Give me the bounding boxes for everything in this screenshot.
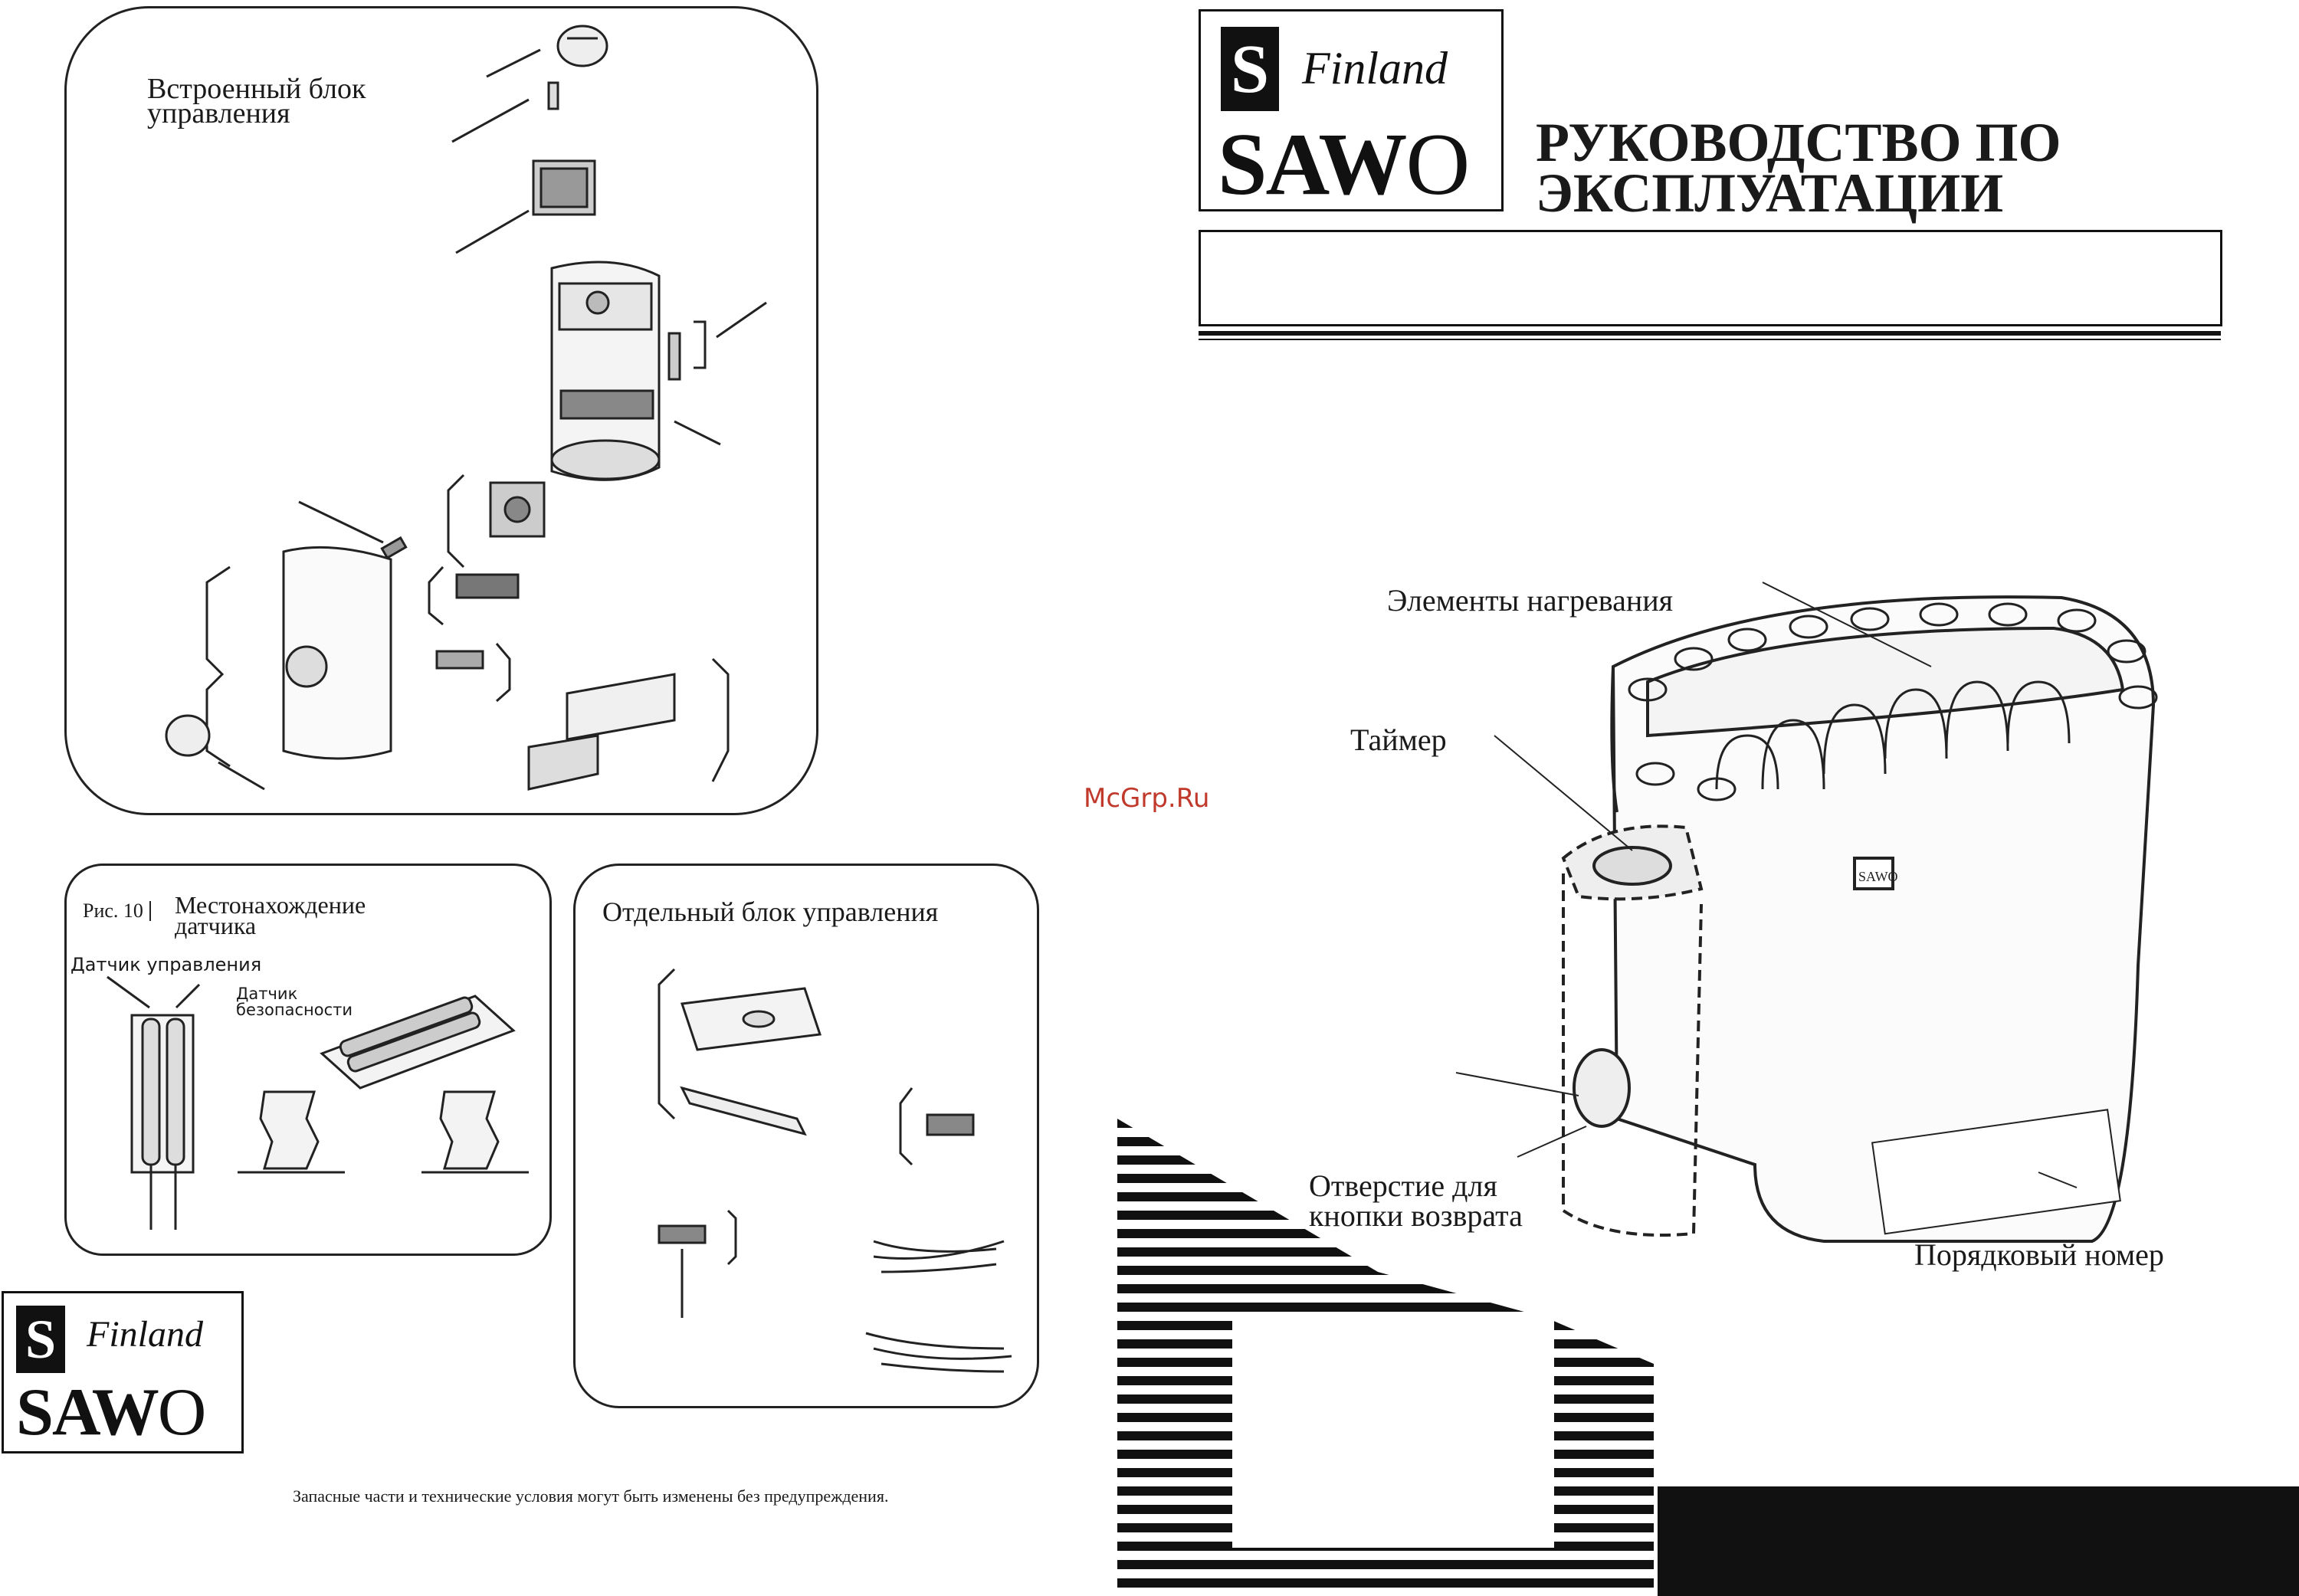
heater-illustration: SAWO: [1455, 582, 2158, 1243]
callout-heating-elements: Элементы нагревания: [1387, 583, 1674, 618]
sawo-logo-right: S Finland SAWO: [1199, 9, 1504, 211]
svg-text:SAWO: SAWO: [1858, 869, 1898, 884]
separate-control-title: Отдельный блок управления: [602, 896, 939, 927]
stripe: [1117, 1303, 1654, 1312]
decorative-stripes: [1117, 1119, 2299, 1596]
callout-reset-hole: Отверстие для кнопки возврата: [1309, 1168, 1523, 1234]
sawo-wordmark: SAWO: [16, 1375, 206, 1450]
sawo-s-emblem: S: [1221, 27, 1279, 111]
watermark: McGrp.Ru: [1084, 783, 1210, 814]
stripe: [1117, 1560, 1654, 1569]
finland-script: Finland: [87, 1314, 203, 1355]
finland-script: Finland: [1302, 43, 1448, 93]
manual-title-line2: ЭКСПЛУАТАЦИИ: [1536, 162, 2004, 224]
manual-title-line1: РУКОВОДСТВО ПО: [1536, 112, 2061, 173]
callout-serial-number: Порядковый номер: [1914, 1237, 2164, 1272]
stripe: [1117, 1578, 1654, 1588]
safety-sensor-label: Датчик безопасности: [236, 985, 353, 1019]
sawo-s-emblem: S: [16, 1306, 65, 1373]
builtin-exploded-diagram: [165, 25, 767, 791]
sawo-logo-left: S Finland SAWO: [2, 1291, 244, 1453]
footer-note: Запасные части и технические условия мог…: [293, 1486, 889, 1506]
sensor-diagram: [107, 975, 529, 1230]
sensor-location-title: Местонахождение датчика: [175, 891, 366, 940]
fig-label: Рис. 10: [83, 901, 151, 921]
builtin-control-panel: [64, 6, 818, 815]
sawo-wordmark: SAWO: [1218, 116, 1470, 214]
builtin-control-title: Встроенный блок управления: [147, 73, 366, 130]
separate-exploded-diagram: [658, 968, 1012, 1373]
control-sensor-label: Датчик управления: [71, 954, 262, 975]
title-rule: [1199, 331, 2221, 336]
title-rule-thin: [1199, 339, 2221, 340]
model-box: [1199, 230, 2222, 326]
callout-timer: Таймер: [1350, 723, 1447, 757]
